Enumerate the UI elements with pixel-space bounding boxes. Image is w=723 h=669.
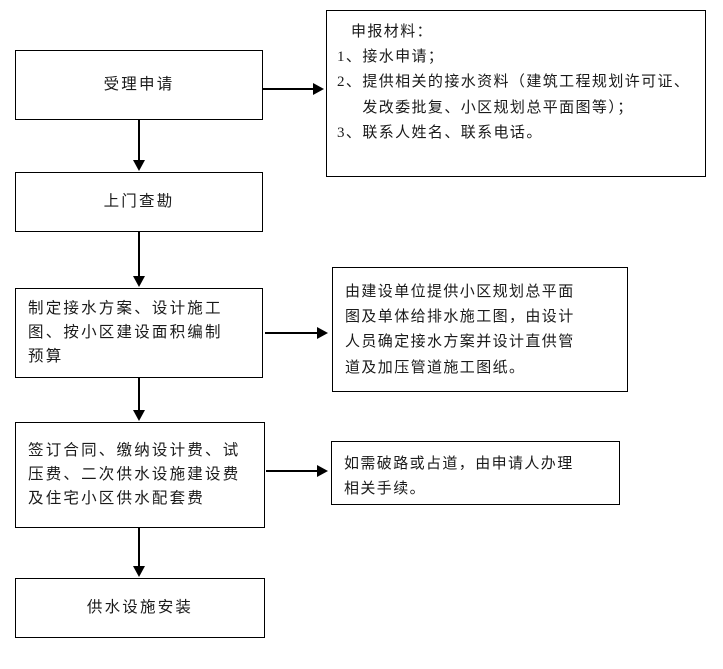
connector-line-step2-step3 (138, 232, 140, 277)
connector-line-step3-step4 (138, 378, 140, 411)
note-text: 如需破路或占道，由申请人办理 相关手续。 (344, 456, 574, 498)
note-item-text: 接水申请； (362, 49, 445, 66)
arrow-head-step3-note2 (317, 327, 328, 339)
note-list-item: 3、 联系人姓名、联系电话。 (337, 121, 697, 146)
process-node-design-plan[interactable]: 制定接水方案、设计施工 图、按小区建设面积编制 预算 (15, 288, 263, 378)
process-node-label: 上门查勘 (103, 192, 175, 210)
process-node-label: 供水设施安装 (86, 598, 194, 616)
note-list-item: 1、 接水申请； (337, 45, 697, 70)
arrow-head-step1-note1 (313, 83, 324, 95)
connector-line-step3-note2 (265, 332, 318, 334)
process-node-accept-application[interactable]: 受理申请 (15, 50, 263, 120)
process-node-facility-installation[interactable]: 供水设施安装 (15, 578, 265, 638)
note-item-number: 1、 (337, 49, 363, 66)
connector-line-step4-note3 (266, 470, 318, 472)
note-node-required-documents[interactable]: 申报材料： 1、 接水申请； 2、 提供相关的接水资料（建筑工程规划许可证、发改… (326, 10, 706, 177)
connector-line-step4-step5 (138, 528, 140, 567)
process-node-site-survey[interactable]: 上门查勘 (15, 172, 263, 232)
note-node-design-requirements[interactable]: 由建设单位提供小区规划总平面 图及单体给排水施工图，由设计 人员确定接水方案并设… (332, 267, 628, 392)
arrow-head-step1-step2 (133, 160, 145, 171)
note-item-text: 联系人姓名、联系电话。 (362, 124, 543, 141)
note-list-item: 2、 提供相关的接水资料（建筑工程规划许可证、发改委批复、小区规划总平面图等）； (337, 70, 697, 120)
note-text: 由建设单位提供小区规划总平面 图及单体给排水施工图，由设计 人员确定接水方案并设… (345, 284, 575, 376)
note-item-text: 提供相关的接水资料（建筑工程规划许可证、发改委批复、小区规划总平面图等）； (362, 74, 691, 116)
connector-line-step1-step2 (138, 120, 140, 161)
note-node-road-permit[interactable]: 如需破路或占道，由申请人办理 相关手续。 (331, 441, 620, 505)
arrow-head-step3-step4 (133, 410, 145, 421)
arrow-head-step2-step3 (133, 276, 145, 287)
process-node-label: 制定接水方案、设计施工 图、按小区建设面积编制 预算 (28, 299, 223, 365)
process-node-label: 签订合同、缴纳设计费、试 压费、二次供水设施建设费 及住宅小区供水配套费 (28, 441, 241, 507)
note-item-number: 3、 (337, 124, 363, 141)
connector-line-step1-note1 (263, 88, 315, 90)
arrow-head-step4-note3 (317, 465, 328, 477)
note-title: 申报材料： (351, 24, 434, 40)
arrow-head-step4-step5 (133, 566, 145, 577)
note-item-number: 2、 (337, 74, 363, 91)
process-node-label: 受理申请 (103, 75, 175, 93)
process-node-contract-and-fees[interactable]: 签订合同、缴纳设计费、试 压费、二次供水设施建设费 及住宅小区供水配套费 (15, 422, 265, 528)
